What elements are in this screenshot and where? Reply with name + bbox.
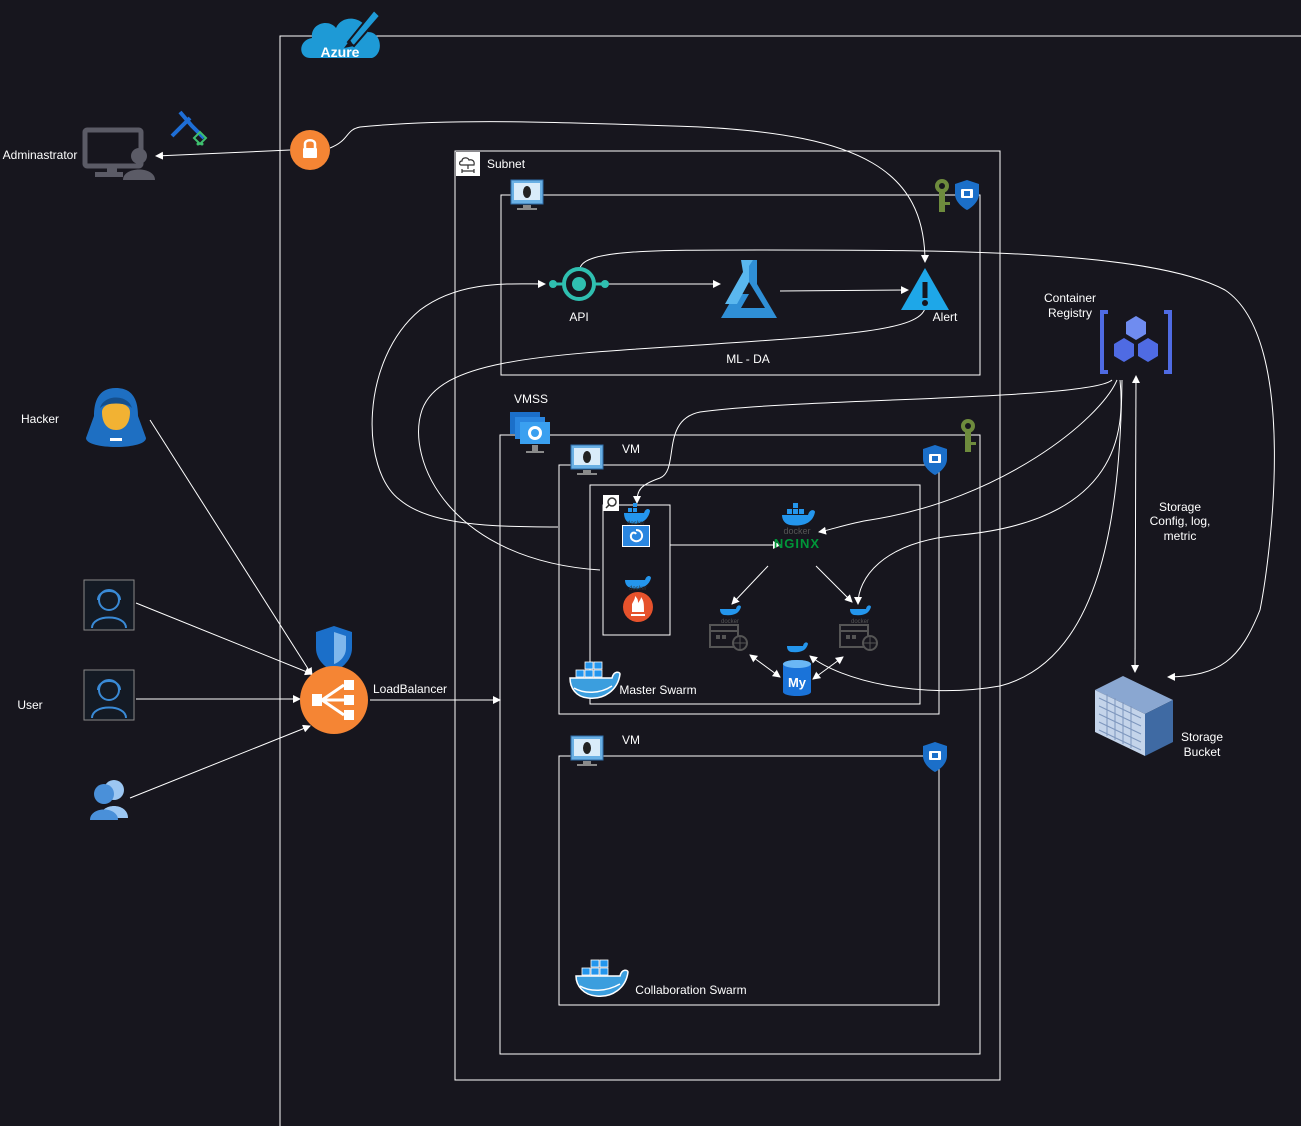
user-label: User bbox=[17, 698, 42, 712]
load-balancer-icon bbox=[300, 666, 368, 734]
azure-label: Azure bbox=[321, 44, 360, 60]
prometheus-docker-text: docker bbox=[629, 586, 647, 592]
nginx-label: NGINX bbox=[774, 536, 820, 551]
user-icon-1 bbox=[83, 579, 135, 631]
grafana-docker-text: docker bbox=[627, 521, 645, 527]
docker-swarm-icon-collab bbox=[575, 959, 629, 997]
edge-hacker-to-lb bbox=[149, 419, 313, 676]
azure-cloud-icon bbox=[301, 8, 382, 58]
prometheus-docker-icon: docker bbox=[623, 576, 653, 622]
ml-da-label: ML - DA bbox=[726, 352, 770, 366]
mysql-docker-icon bbox=[783, 642, 811, 696]
key-icon-mlda bbox=[935, 179, 950, 212]
edge-lock-to-admin bbox=[155, 149, 291, 160]
edge-user3-to-lb bbox=[129, 724, 311, 799]
worker-left-docker-text: docker bbox=[721, 619, 739, 625]
edge-nginx-to-worker-right bbox=[815, 565, 853, 603]
edge-api-to-bucket bbox=[579, 249, 1275, 681]
storage-note-line3: metric bbox=[1164, 529, 1197, 543]
linux-vm-icon-collab bbox=[570, 735, 604, 766]
edge-ml-to-alert bbox=[779, 286, 909, 295]
mysql-label: My bbox=[788, 675, 807, 690]
remote-connection-icon bbox=[170, 110, 208, 146]
subnet-box bbox=[454, 150, 1001, 1081]
edge-registry-to-grafana bbox=[633, 379, 1113, 504]
edge-loop-to-api bbox=[371, 279, 559, 528]
machine-learning-icon bbox=[721, 260, 777, 318]
storage-bucket-label-line1: Storage bbox=[1181, 730, 1223, 744]
docker-swarm-icon-master bbox=[569, 661, 621, 699]
key-icon-vmss bbox=[961, 419, 976, 452]
nginx-docker-icon bbox=[782, 503, 815, 526]
storage-bucket-icon bbox=[1095, 676, 1173, 756]
search-icon bbox=[603, 495, 619, 511]
storage-note-line2: Config, log, bbox=[1150, 514, 1211, 528]
api-label: API bbox=[569, 310, 588, 324]
container-registry-icon bbox=[1100, 310, 1172, 374]
shield-icon-vm-collab bbox=[923, 742, 947, 772]
subnet-icon bbox=[456, 152, 480, 176]
edge-user1-to-lb bbox=[135, 602, 313, 676]
edge-lock-to-alert bbox=[329, 121, 929, 263]
edge-registry-bucket bbox=[1131, 375, 1140, 673]
vm-master-label: VM bbox=[622, 442, 640, 456]
edge-worker-left-mysql bbox=[749, 654, 781, 678]
linux-vm-icon-master bbox=[570, 444, 604, 475]
alert-label: Alert bbox=[933, 310, 958, 324]
worker-right-docker-text: docker bbox=[851, 619, 869, 625]
lock-icon bbox=[290, 130, 330, 170]
storage-bucket-label-line2: Bucket bbox=[1184, 745, 1221, 759]
subnet-label: Subnet bbox=[487, 157, 526, 171]
vmss-label: VMSS bbox=[514, 392, 548, 406]
master-swarm-inner-box bbox=[589, 484, 921, 705]
edge-nginx-to-worker-left bbox=[731, 565, 769, 605]
azure-region-box bbox=[279, 35, 1301, 1126]
linux-vm-icon-mlda bbox=[510, 179, 544, 210]
edge-registry-to-nginx bbox=[818, 379, 1118, 535]
nginx-docker-text: docker bbox=[783, 526, 810, 536]
admin-computer-icon bbox=[82, 127, 155, 180]
api-icon bbox=[549, 267, 609, 301]
vm-collab-box bbox=[558, 755, 940, 1006]
admin-label: Adminastrator bbox=[3, 148, 78, 162]
vmss-icon bbox=[510, 412, 550, 453]
edge-alert-to-vm bbox=[418, 307, 926, 571]
worker-docker-icon-right: docker bbox=[839, 605, 878, 651]
vmss-box bbox=[499, 434, 981, 1055]
master-swarm-label: Master Swarm bbox=[619, 683, 696, 697]
storage-note-line1: Storage bbox=[1159, 500, 1201, 514]
edge-registry-to-mysql bbox=[809, 379, 1123, 692]
registry-label-line2: Registry bbox=[1048, 306, 1092, 320]
collab-swarm-label: Collaboration Swarm bbox=[635, 983, 746, 997]
connections bbox=[129, 121, 1275, 799]
hacker-icon bbox=[86, 388, 146, 447]
hacker-label: Hacker bbox=[21, 412, 59, 426]
ml-da-box bbox=[500, 194, 981, 376]
worker-docker-icon-left: docker bbox=[709, 605, 748, 651]
grafana-docker-icon: docker bbox=[622, 503, 650, 547]
load-balancer-label: LoadBalancer bbox=[373, 682, 447, 696]
edge-registry-to-worker bbox=[854, 379, 1122, 605]
vm-master-box bbox=[558, 464, 940, 715]
shield-icon-vm-master bbox=[923, 445, 947, 475]
user-icon-2 bbox=[83, 669, 135, 721]
shield-icon-lb bbox=[316, 626, 352, 672]
users-group-icon bbox=[90, 780, 128, 820]
edge-worker-right-mysql bbox=[812, 656, 844, 680]
alert-icon bbox=[901, 268, 949, 310]
registry-label-line1: Container bbox=[1044, 291, 1096, 305]
shield-icon-mlda bbox=[955, 180, 979, 210]
vm-collab-label: VM bbox=[622, 733, 640, 747]
